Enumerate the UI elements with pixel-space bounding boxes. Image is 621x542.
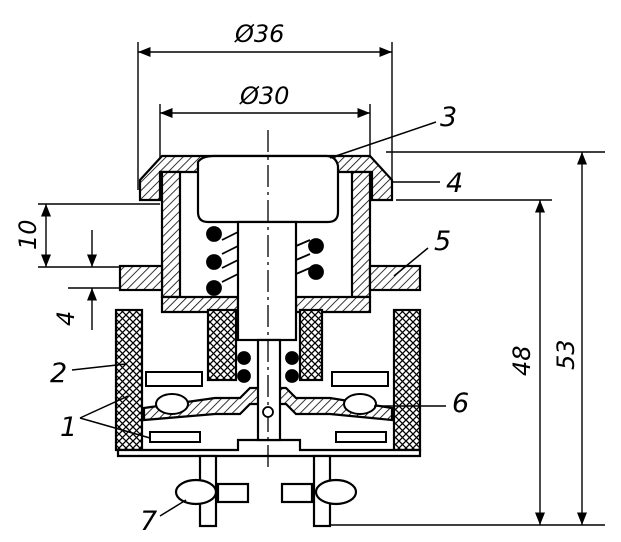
callout-2: 2 xyxy=(50,358,67,389)
callout-3: 3 xyxy=(440,102,457,133)
dim-upper-height: 10 xyxy=(14,219,42,250)
contacts xyxy=(145,371,389,443)
springs xyxy=(206,226,324,418)
callout-6: 6 xyxy=(452,388,469,419)
callout-5: 5 xyxy=(434,226,451,257)
dim-inner-diameter: Ø30 xyxy=(239,82,289,110)
dim-body-height: 48 xyxy=(508,345,536,376)
terminals xyxy=(174,454,358,528)
callout-1: 1 xyxy=(60,412,77,443)
dim-total-height: 53 xyxy=(552,339,580,370)
plunger xyxy=(196,154,340,442)
dim-flange-thickness: 4 xyxy=(52,311,80,326)
dimension-lines xyxy=(38,42,605,526)
leader-lines xyxy=(71,121,446,517)
dim-outer-diameter: Ø36 xyxy=(234,20,284,48)
callout-4: 4 xyxy=(446,168,463,199)
callout-7: 7 xyxy=(140,506,157,537)
